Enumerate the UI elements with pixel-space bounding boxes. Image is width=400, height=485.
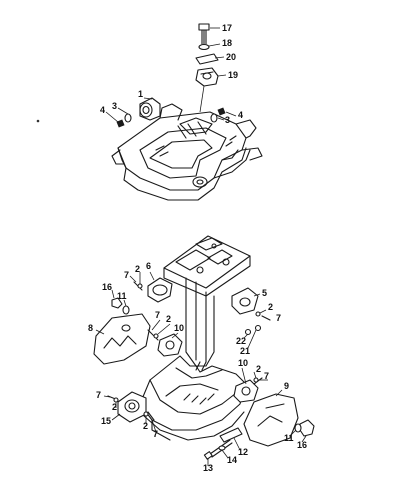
callout-3-left: 3 bbox=[112, 101, 117, 111]
washer-part-3-right bbox=[210, 113, 218, 123]
nut-part-16-left bbox=[111, 297, 123, 309]
callout-13: 13 bbox=[203, 463, 213, 473]
lower-hardware bbox=[93, 277, 315, 460]
driveshaft-housing bbox=[139, 235, 251, 441]
callout-16-right: 16 bbox=[297, 440, 307, 450]
callout-labels: 17 18 20 19 1 3 4 4 3 7 2 6 16 11 5 2 7 … bbox=[88, 23, 307, 473]
callout-11-left: 11 bbox=[117, 291, 127, 301]
callout-7-f: 7 bbox=[153, 429, 158, 439]
callout-12: 12 bbox=[238, 447, 248, 457]
callout-6: 6 bbox=[146, 261, 151, 271]
leader-lines bbox=[95, 27, 307, 466]
callout-20: 20 bbox=[226, 52, 236, 62]
callout-7-a: 7 bbox=[124, 270, 129, 280]
link-part-12 bbox=[219, 427, 243, 443]
callout-7-b: 7 bbox=[276, 313, 281, 323]
rubber-mount-part-1 bbox=[139, 97, 161, 121]
callout-15: 15 bbox=[101, 416, 111, 426]
callout-7-c: 7 bbox=[155, 310, 160, 320]
cover-part-9 bbox=[243, 393, 299, 447]
mount-part-6 bbox=[147, 277, 173, 303]
washer-part-2-a bbox=[137, 283, 143, 289]
callout-2-a: 2 bbox=[135, 264, 140, 274]
callout-19: 19 bbox=[228, 70, 238, 80]
callout-14: 14 bbox=[227, 455, 237, 465]
callout-2-c: 2 bbox=[166, 314, 171, 324]
callout-18: 18 bbox=[222, 38, 232, 48]
plate-part-20 bbox=[195, 53, 219, 65]
upper-hardware bbox=[36, 23, 226, 128]
mount-part-15 bbox=[117, 391, 147, 423]
washer-part-3-left bbox=[124, 113, 132, 123]
callout-22: 22 bbox=[236, 336, 246, 346]
nut-part-4-left bbox=[116, 119, 125, 128]
callout-8: 8 bbox=[88, 323, 93, 333]
mount-part-10-right bbox=[233, 379, 259, 403]
bolt-part-7-b bbox=[261, 315, 271, 321]
callout-9: 9 bbox=[284, 381, 289, 391]
washer-part-11-right bbox=[294, 423, 302, 433]
callout-17: 17 bbox=[222, 23, 232, 33]
callout-2-e: 2 bbox=[112, 402, 117, 412]
washer-part-21 bbox=[254, 324, 262, 332]
washer-part-2-c bbox=[153, 333, 159, 339]
callout-2-f: 2 bbox=[143, 421, 148, 431]
callout-7-d: 7 bbox=[264, 371, 269, 381]
mount-part-19 bbox=[195, 67, 219, 87]
bolt-part-17 bbox=[198, 23, 210, 45]
nut-part-4-right bbox=[217, 107, 226, 116]
bolt-part-7-f bbox=[147, 411, 155, 421]
washer-part-11-left bbox=[122, 305, 130, 315]
callout-4-right: 4 bbox=[238, 110, 243, 120]
callout-10-left: 10 bbox=[174, 323, 184, 333]
callout-11-right: 11 bbox=[284, 433, 294, 443]
callout-10-right: 10 bbox=[238, 358, 248, 368]
mount-part-5 bbox=[231, 287, 259, 315]
callout-3-right: 3 bbox=[225, 115, 230, 125]
washer-part-18 bbox=[198, 43, 210, 51]
nut-part-16-right bbox=[299, 419, 315, 437]
callout-2-d: 2 bbox=[256, 364, 261, 374]
mount-part-10-left bbox=[157, 333, 183, 357]
callout-7-e: 7 bbox=[96, 390, 101, 400]
washer-part-2-d bbox=[253, 377, 259, 383]
callout-5: 5 bbox=[262, 288, 267, 298]
washer-part-2-f bbox=[143, 411, 149, 417]
callout-1: 1 bbox=[138, 89, 143, 99]
callout-2-b: 2 bbox=[268, 302, 273, 312]
washer-part-14 bbox=[218, 445, 226, 451]
callout-16-left: 16 bbox=[102, 282, 112, 292]
cover-part-8 bbox=[93, 313, 151, 365]
callout-4-left: 4 bbox=[100, 105, 105, 115]
washer-part-2-b bbox=[255, 311, 261, 317]
callout-21: 21 bbox=[240, 346, 250, 356]
spacer-part-22 bbox=[244, 328, 252, 336]
upper-mount-frame bbox=[111, 103, 263, 201]
